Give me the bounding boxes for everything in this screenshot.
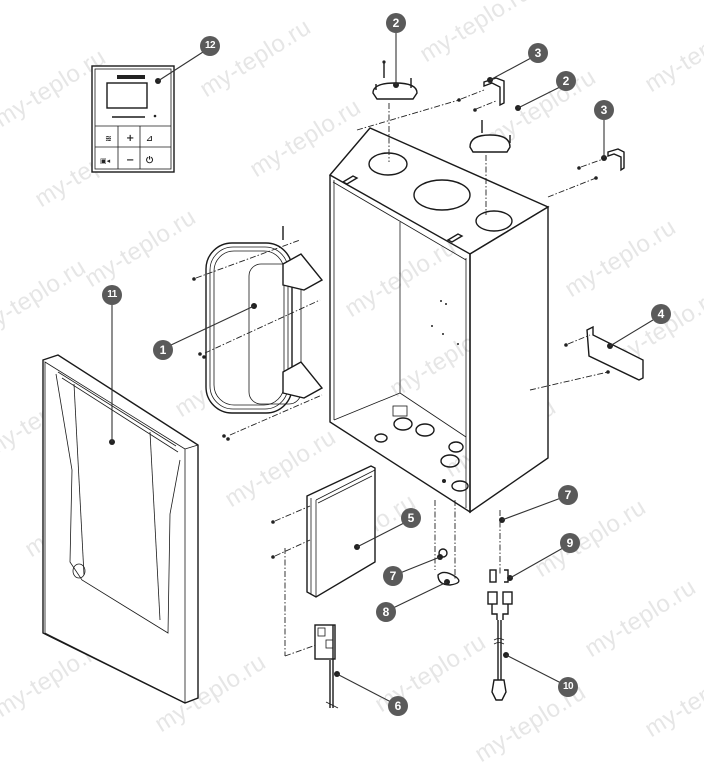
callout-10: 10 xyxy=(558,677,578,697)
control-panel: ≋ + ⊿ ▣◂ − ⏻ xyxy=(91,51,204,173)
callout-9: 9 xyxy=(560,533,580,553)
wiring-connector xyxy=(314,624,392,709)
bracket-top-right xyxy=(547,120,625,198)
callout-12: 12 xyxy=(200,36,220,56)
callout-11: 11 xyxy=(102,285,122,305)
callout-2: 2 xyxy=(386,13,406,33)
grommet-gland xyxy=(392,497,562,609)
svg-text:⊿: ⊿ xyxy=(146,134,153,143)
control-box xyxy=(271,465,456,657)
flue-cover-left xyxy=(372,33,418,162)
svg-text:≋: ≋ xyxy=(105,134,112,143)
power-cord xyxy=(487,547,564,701)
callout-7: 7 xyxy=(558,485,578,505)
boiler-casing xyxy=(328,127,550,514)
svg-text:▣◂: ▣◂ xyxy=(100,157,111,165)
callout-8: 8 xyxy=(376,602,396,622)
svg-text:−: − xyxy=(126,155,134,166)
callout-6: 6 xyxy=(388,696,408,716)
svg-text:⏻: ⏻ xyxy=(146,155,154,166)
callout-5: 5 xyxy=(401,508,421,528)
callout-3: 3 xyxy=(528,43,548,63)
wall-bracket xyxy=(529,319,654,391)
callout-4: 4 xyxy=(651,304,671,324)
bracket-top-center xyxy=(356,57,532,131)
callout-7: 7 xyxy=(383,566,403,586)
front-cover xyxy=(42,305,199,704)
expansion-vessel xyxy=(170,226,324,441)
callout-1: 1 xyxy=(153,340,173,360)
svg-text:+: + xyxy=(126,133,134,144)
callout-2: 2 xyxy=(556,71,576,91)
callout-3: 3 xyxy=(594,100,614,120)
parts-drawing: .ln { stroke:#1a1a1a; stroke-width:1.4; … xyxy=(42,33,654,709)
flue-cover-right xyxy=(469,86,561,215)
